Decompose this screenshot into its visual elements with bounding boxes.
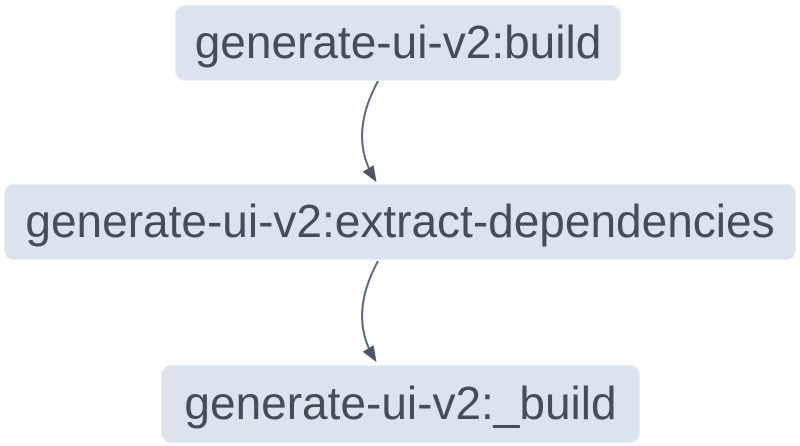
edge-extract-dependencies-to-underscore-build [361,260,379,363]
node-generate-ui-v2-underscore-build: generate-ui-v2:_build [161,365,640,443]
edge-build-to-extract-dependencies [361,80,379,183]
node-generate-ui-v2-build: generate-ui-v2:build [175,5,621,81]
node-generate-ui-v2-extract-dependencies: generate-ui-v2:extract-dependencies [4,184,796,260]
node-label: generate-ui-v2:extract-dependencies [25,195,775,247]
node-label: generate-ui-v2:build [194,16,602,68]
node-label: generate-ui-v2:_build [184,377,617,429]
